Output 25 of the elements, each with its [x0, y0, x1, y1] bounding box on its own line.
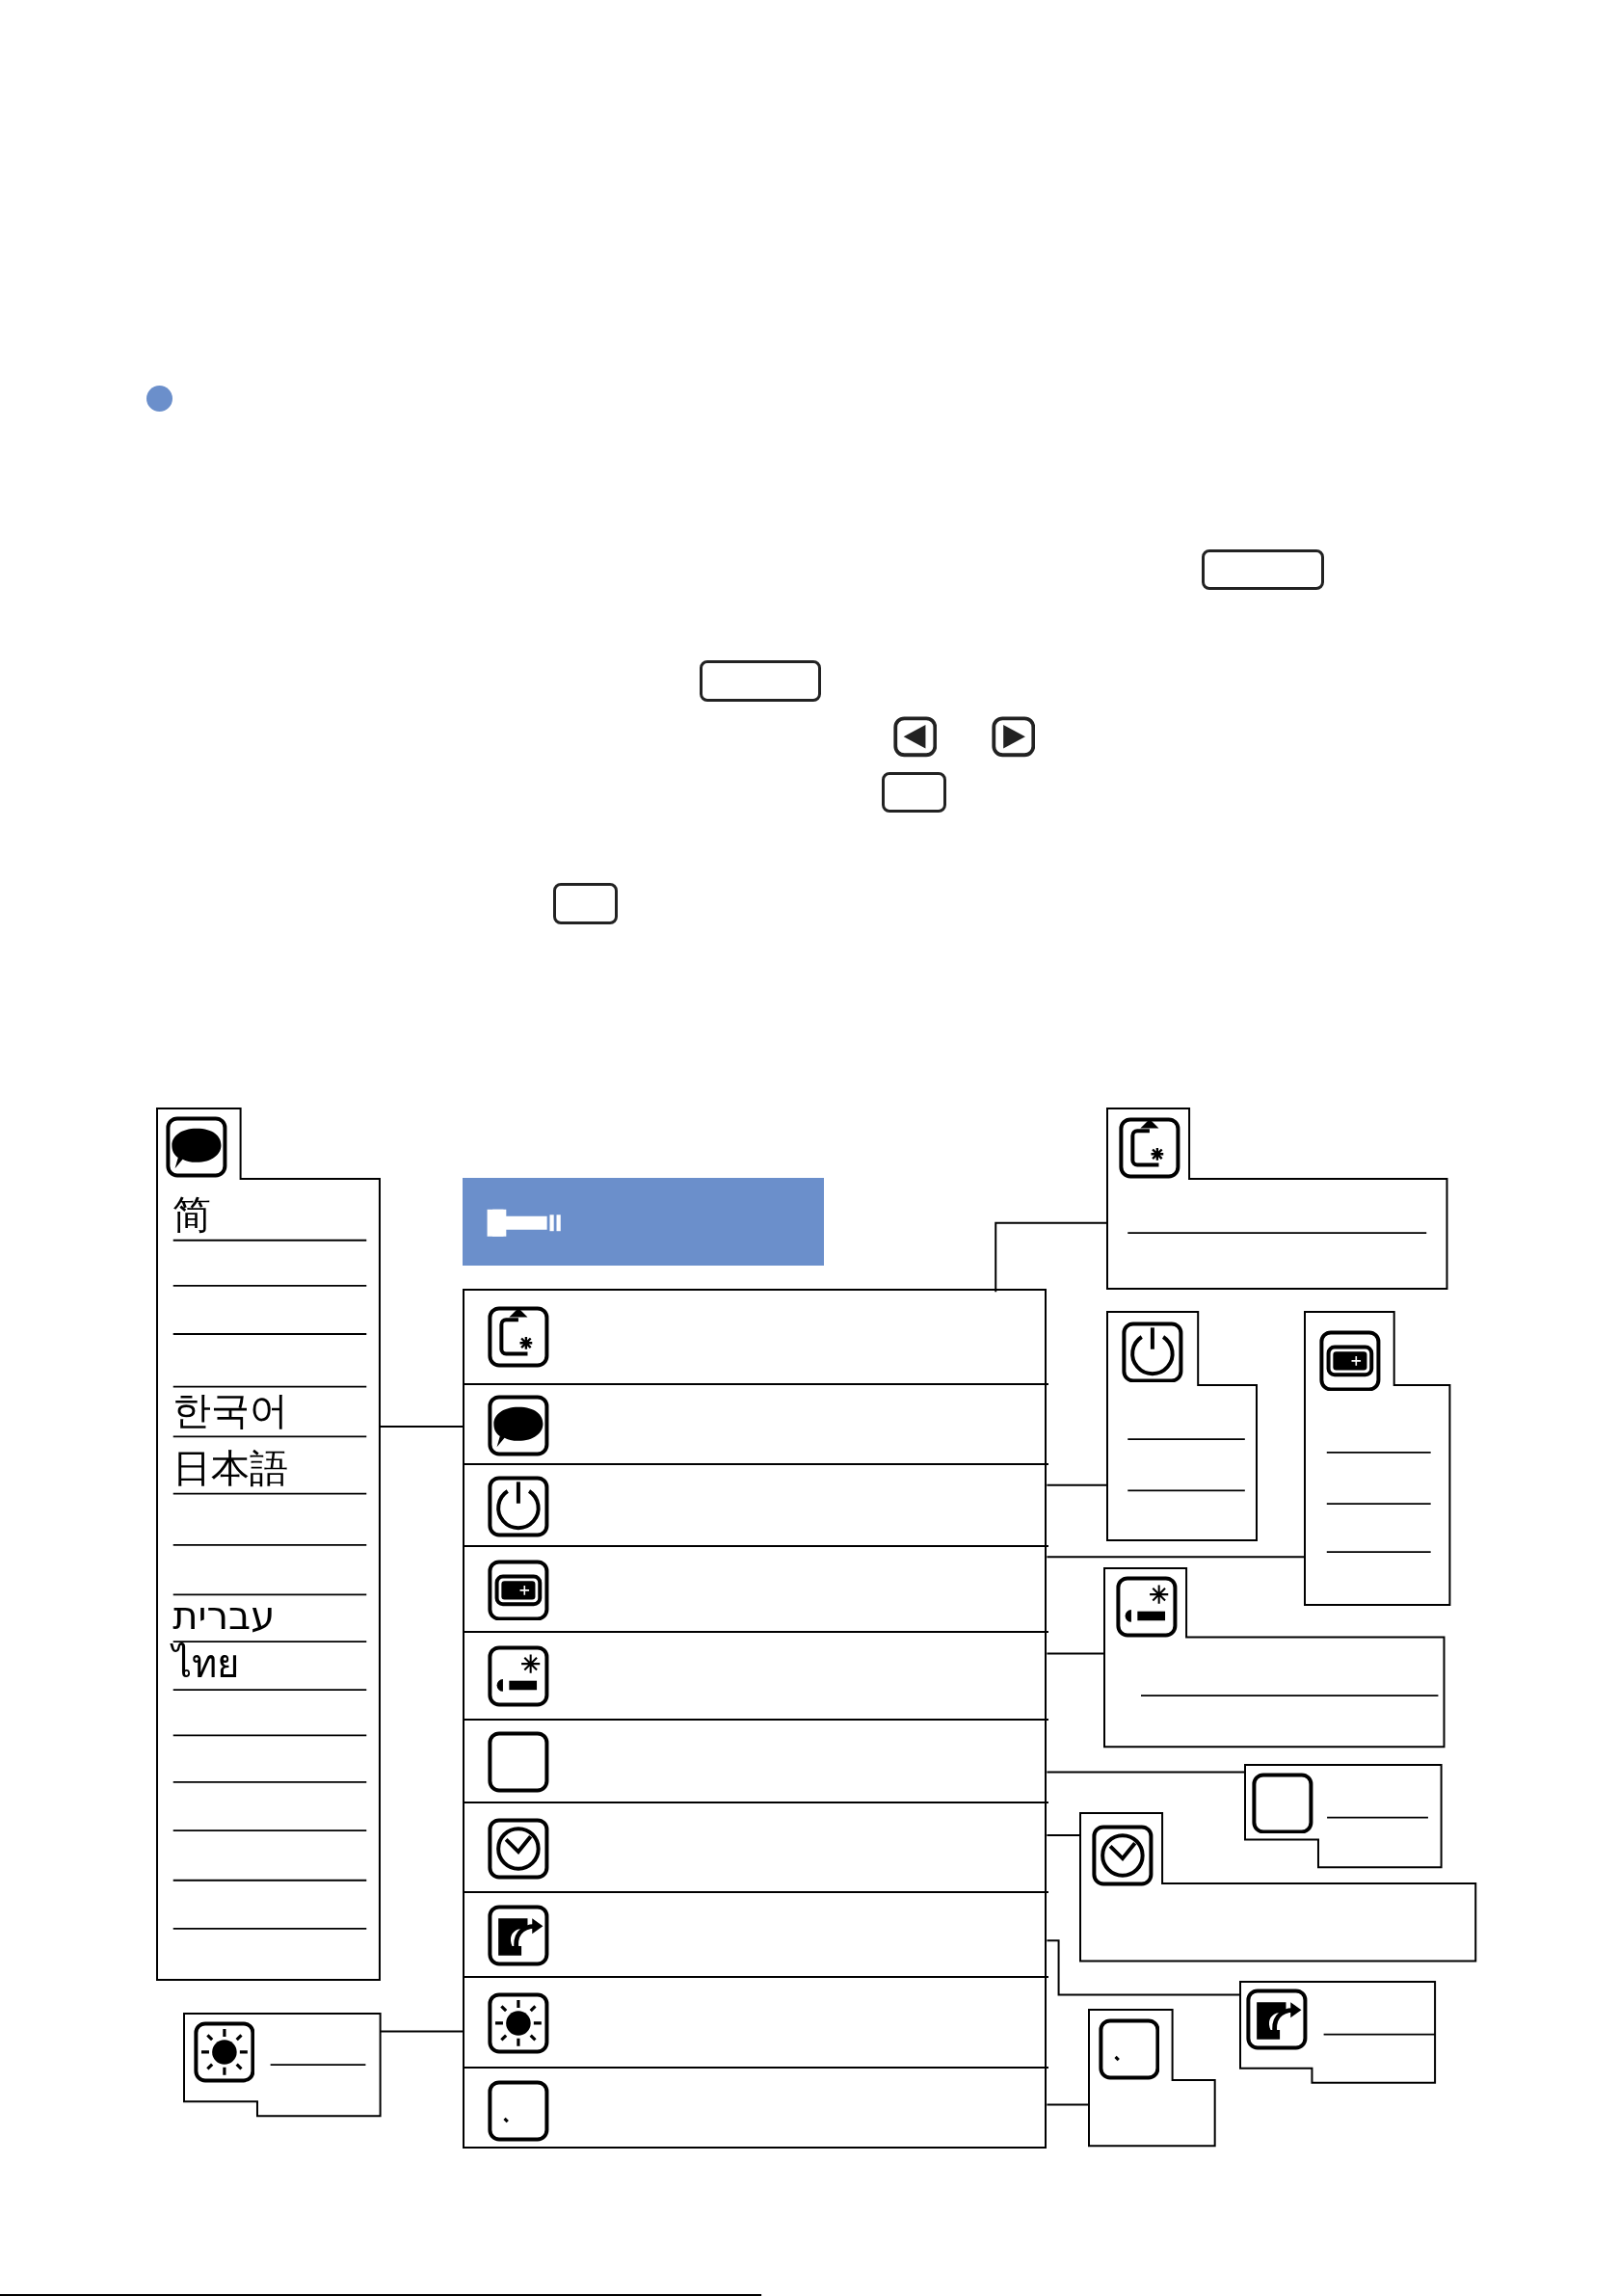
- language-name: 简: [172, 1194, 212, 1234]
- connector-line: [1046, 1771, 1246, 1774]
- clock-callout: [1080, 1813, 1476, 1962]
- language-list-panel: [156, 1108, 380, 1981]
- key-mark-callout: [1089, 2009, 1216, 2146]
- language-name: 한국어: [172, 1391, 289, 1430]
- connector-line: [1046, 1939, 1241, 1996]
- setup-callout: [1106, 1108, 1447, 1290]
- connector-line: [1046, 1833, 1082, 1836]
- display-callout: [1304, 1312, 1450, 1606]
- backlight-callout: [1103, 1568, 1445, 1748]
- connector-line: [378, 1425, 464, 1428]
- connector-line: [1046, 2103, 1091, 2106]
- exit-callout: [1239, 1981, 1436, 2083]
- language-name: עברית: [172, 1596, 276, 1636]
- language-name: 日本語: [172, 1448, 289, 1487]
- connector-line: [995, 1221, 1108, 1294]
- menu-list-box: [463, 1289, 1048, 2149]
- brightness-callout: [184, 2014, 382, 2117]
- power-callout: [1106, 1312, 1257, 1541]
- connector-line: [380, 2030, 464, 2033]
- key-callout: [1244, 1764, 1442, 1868]
- connector-line: [1046, 1556, 1306, 1559]
- connector-line: [1046, 1652, 1105, 1655]
- connector-line: [1046, 1483, 1108, 1486]
